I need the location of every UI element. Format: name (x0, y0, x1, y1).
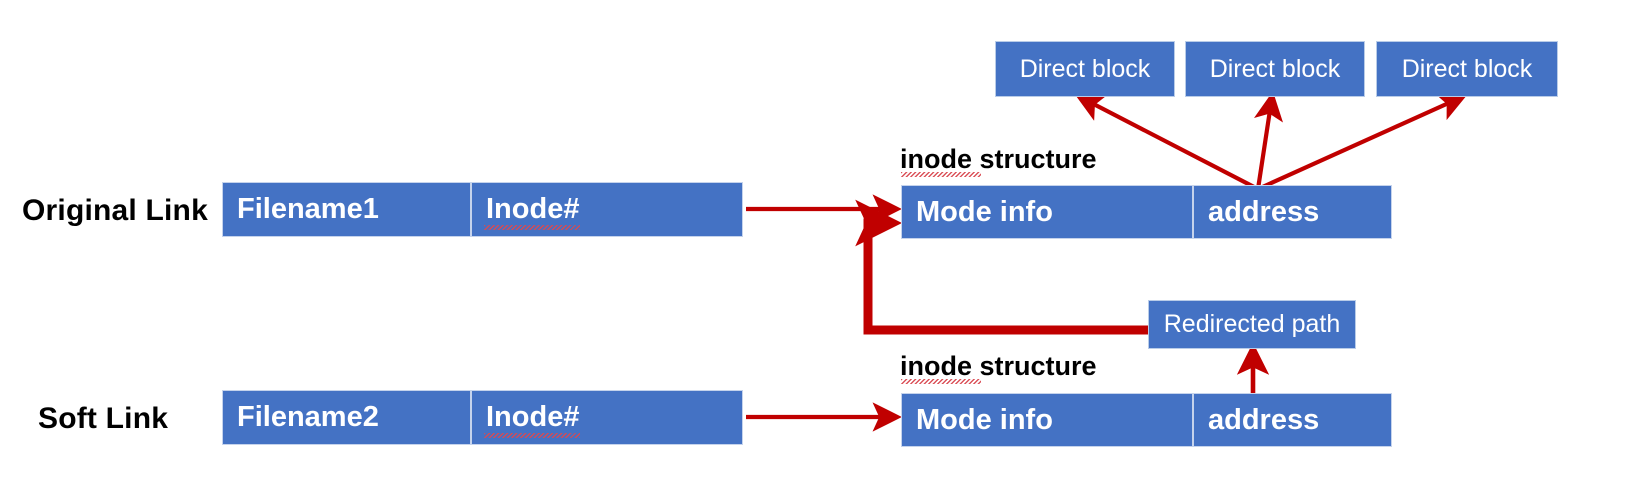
address-cell-2[interactable]: address (1193, 393, 1392, 447)
inode-structure-caption-2: inode structure (900, 353, 1097, 380)
inode-number-text-1: Inode# (486, 193, 580, 225)
row-label-original-link: Original Link (22, 196, 208, 226)
mode-info-text-2: Mode info (916, 403, 1053, 436)
filename1-text: Filename1 (237, 193, 379, 225)
address-text-1: address (1208, 195, 1320, 228)
filename2-cell[interactable]: Filename2 (222, 390, 471, 445)
filename1-cell[interactable]: Filename1 (222, 182, 471, 237)
direct-block-1-label: Direct block (1019, 54, 1151, 83)
direct-block-3-label: Direct block (1401, 54, 1533, 83)
inode-structure-caption-2-text: inode structure (900, 351, 1097, 381)
filename2-text: Filename2 (237, 401, 379, 433)
mode-info-cell-1[interactable]: Mode info (901, 185, 1193, 239)
mode-info-cell-2[interactable]: Mode info (901, 393, 1193, 447)
spellcheck-squiggle-inode-1 (484, 225, 580, 230)
inode-number-cell-2[interactable]: Inode# (471, 390, 743, 445)
address-text-2: address (1208, 403, 1320, 436)
redirected-path-box[interactable]: Redirected path (1148, 300, 1356, 349)
row-label-soft-link: Soft Link (38, 404, 168, 434)
connector-redirected-path-to-mode-info-1 (855, 199, 1148, 335)
direct-block-2-label: Direct block (1209, 54, 1341, 83)
direct-block-2[interactable]: Direct block (1185, 41, 1365, 97)
row-label-original-link-text: Original Link (22, 194, 208, 227)
spellcheck-squiggle-inode-caption-1 (901, 172, 981, 177)
spellcheck-squiggle-inode-2 (484, 433, 580, 438)
row-label-soft-link-text: Soft Link (38, 402, 169, 435)
direct-block-3[interactable]: Direct block (1376, 41, 1558, 97)
inode-number-cell-1[interactable]: Inode# (471, 182, 743, 237)
connector-address1-to-direct-block-3 (1257, 93, 1468, 191)
connector-address1-to-direct-block-2 (1253, 91, 1283, 190)
inode-number-text-2: Inode# (486, 401, 580, 433)
spellcheck-squiggle-inode-caption-2 (901, 379, 981, 384)
redirected-path-label: Redirected path (1163, 310, 1341, 338)
connector-address1-to-direct-block-1 (1074, 94, 1259, 191)
address-cell-1[interactable]: address (1193, 185, 1392, 239)
inode-structure-caption-1-text: inode structure (900, 144, 1097, 174)
direct-block-1[interactable]: Direct block (995, 41, 1175, 97)
mode-info-text-1: Mode info (916, 195, 1053, 228)
inode-structure-caption-1: inode structure (900, 146, 1097, 173)
